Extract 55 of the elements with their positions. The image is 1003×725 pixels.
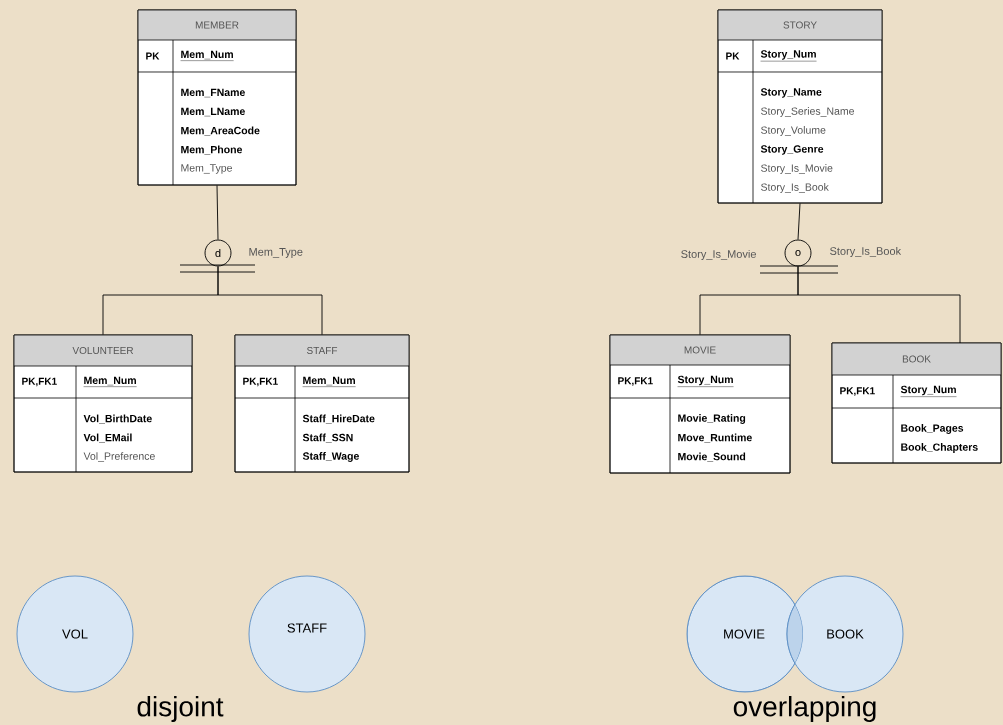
attribute-name: Mem_Type <box>181 164 232 174</box>
entity-table <box>234 334 410 473</box>
attribute-name: Movie_Rating <box>678 414 746 424</box>
attribute-name: Movie_Sound <box>678 452 746 462</box>
attribute-name: Story_Num <box>677 375 734 387</box>
attribute-name: Staff_HireDate <box>302 414 375 424</box>
attribute-name: Staff_Wage <box>302 452 359 462</box>
table-header: STORY <box>783 21 817 29</box>
attribute-name: Story_Num <box>760 50 817 62</box>
table-header: MEMBER <box>195 21 239 29</box>
entity-table <box>137 9 297 186</box>
attribute-name: Mem_Num <box>180 50 234 61</box>
key-label: PK,FK1 <box>243 377 278 387</box>
connector-line <box>797 266 961 344</box>
attribute-name: Story_Genre <box>760 145 824 155</box>
attribute-name: Move_Runtime <box>678 433 752 443</box>
discriminator-label: Story_Is_Movie <box>681 249 756 261</box>
attribute-name: Mem_Phone <box>181 145 242 155</box>
connector-line <box>216 184 219 240</box>
discriminator-label: Story_Is_Book <box>830 246 902 258</box>
key-label: PK <box>726 52 740 60</box>
table-header: BOOK <box>902 355 931 363</box>
category-caption: disjoint <box>137 695 224 723</box>
table-header: VOLUNTEER <box>72 346 134 355</box>
entity-table <box>831 342 1002 464</box>
attribute-name: Story_Volume <box>761 126 826 136</box>
key-label: PK <box>146 52 160 60</box>
attribute-name: Staff_SSN <box>302 433 353 443</box>
attribute-name: Story_Num <box>900 385 957 397</box>
attribute-name: Mem_AreaCode <box>181 126 260 136</box>
entity-table <box>609 334 791 474</box>
connector-line <box>217 266 323 336</box>
entity-table <box>13 334 193 473</box>
attribute-name: Story_Is_Movie <box>761 164 833 174</box>
connector-line <box>797 202 801 240</box>
key-label: PK,FK1 <box>22 377 57 387</box>
category-caption: overlapping <box>733 695 876 723</box>
attribute-name: Story_Name <box>760 88 822 98</box>
key-label: PK,FK1 <box>618 377 653 386</box>
attribute-name: Mem_Num <box>302 376 356 387</box>
entity-table <box>717 9 883 204</box>
attribute-name: Vol_Preference <box>83 452 155 462</box>
attribute-name: Mem_LName <box>181 107 245 117</box>
attribute-name: Book_Pages <box>901 424 964 434</box>
table-header: STAFF <box>307 346 338 355</box>
attribute-name: Book_Chapters <box>901 443 978 453</box>
attribute-name: Mem_FName <box>181 88 245 98</box>
attribute-name: Story_Series_Name <box>761 107 854 117</box>
key-label: PK,FK1 <box>840 387 875 396</box>
attribute-name: Vol_BirthDate <box>83 414 152 424</box>
attribute-name: Vol_EMail <box>83 433 132 443</box>
table-header: MOVIE <box>684 346 716 354</box>
discriminator-label: Mem_Type <box>249 248 303 258</box>
attribute-name: Story_Is_Book <box>761 183 829 193</box>
attribute-name: Mem_Num <box>83 376 137 387</box>
